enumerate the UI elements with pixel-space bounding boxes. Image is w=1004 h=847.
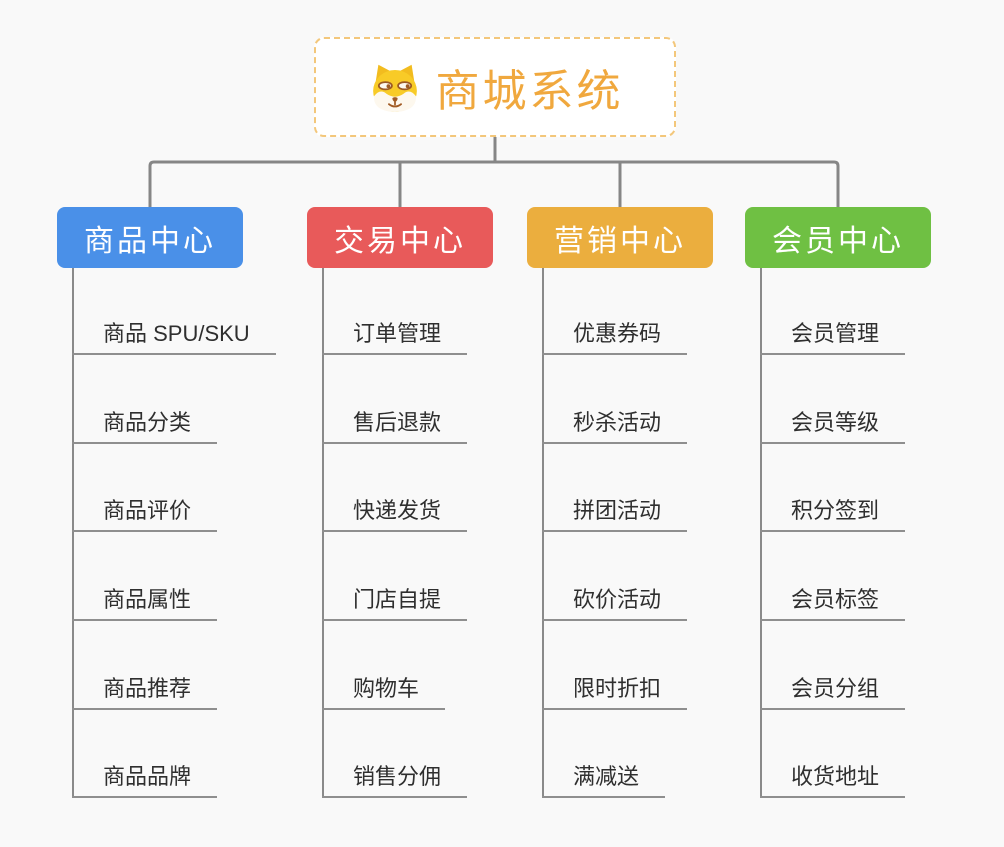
branch-trunk-line bbox=[72, 268, 74, 798]
mindmap-item[interactable]: 销售分佣 bbox=[322, 752, 468, 798]
branch-bus-line bbox=[148, 160, 840, 207]
mindmap-item[interactable]: 商品推荐 bbox=[72, 664, 218, 710]
mindmap-item[interactable]: 收货地址 bbox=[760, 752, 906, 798]
mindmap-item[interactable]: 商品 SPU/SKU bbox=[72, 309, 276, 355]
branch-trunk-line bbox=[760, 268, 762, 798]
mindmap-item[interactable]: 商品评价 bbox=[72, 486, 218, 532]
branch-node-marketing-center[interactable]: 营销中心 bbox=[527, 207, 713, 268]
mindmap-item[interactable]: 满减送 bbox=[542, 752, 666, 798]
mindmap-item[interactable]: 售后退款 bbox=[322, 398, 468, 444]
branch-node-member-center[interactable]: 会员中心 bbox=[745, 207, 931, 268]
mindmap-item[interactable]: 订单管理 bbox=[322, 309, 468, 355]
mindmap-item[interactable]: 积分签到 bbox=[760, 486, 906, 532]
root-node-title: 商城系统 bbox=[435, 67, 624, 116]
mindmap-item[interactable]: 门店自提 bbox=[322, 575, 468, 621]
branch-column-member: 会员中心 会员管理 会员等级 积分签到 会员标签 会员分组 收货地址 bbox=[745, 207, 995, 847]
mindmap-item[interactable]: 会员等级 bbox=[760, 398, 906, 444]
mindmap-item[interactable]: 秒杀活动 bbox=[542, 398, 688, 444]
mindmap-item[interactable]: 限时折扣 bbox=[542, 664, 688, 710]
branch-column-marketing: 营销中心 优惠券码 秒杀活动 拼团活动 砍价活动 限时折扣 满减送 bbox=[527, 207, 777, 847]
shiba-dog-icon bbox=[367, 61, 423, 114]
mindmap-item[interactable]: 优惠券码 bbox=[542, 309, 688, 355]
mindmap-item[interactable]: 会员分组 bbox=[760, 664, 906, 710]
mindmap-item[interactable]: 商品属性 bbox=[72, 575, 218, 621]
mindmap-item[interactable]: 会员管理 bbox=[760, 309, 906, 355]
mindmap-item[interactable]: 商品品牌 bbox=[72, 752, 218, 798]
mindmap-item[interactable]: 快递发货 bbox=[322, 486, 468, 532]
branch-trunk-line bbox=[322, 268, 324, 798]
mindmap-item[interactable]: 会员标签 bbox=[760, 575, 906, 621]
root-node[interactable]: 商城系统 bbox=[314, 37, 676, 137]
branch-column-product: 商品中心 商品 SPU/SKU 商品分类 商品评价 商品属性 商品推荐 商品品牌 bbox=[57, 207, 307, 847]
branch-node-product-center[interactable]: 商品中心 bbox=[57, 207, 243, 268]
branch-node-trade-center[interactable]: 交易中心 bbox=[307, 207, 493, 268]
branch-trunk-line bbox=[542, 268, 544, 798]
mindmap-item[interactable]: 砍价活动 bbox=[542, 575, 688, 621]
branch-column-trade: 交易中心 订单管理 售后退款 快递发货 门店自提 购物车 销售分佣 bbox=[307, 207, 557, 847]
mindmap-item[interactable]: 商品分类 bbox=[72, 398, 218, 444]
mindmap-item[interactable]: 购物车 bbox=[322, 664, 446, 710]
mindmap-item[interactable]: 拼团活动 bbox=[542, 486, 688, 532]
